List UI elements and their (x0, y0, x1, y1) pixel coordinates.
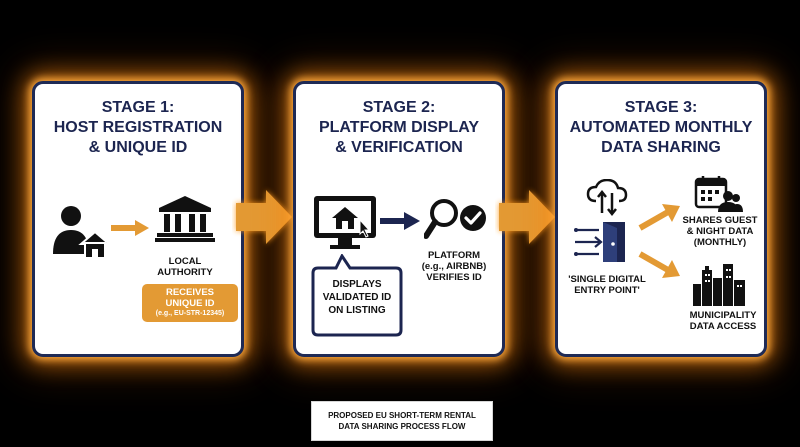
stage-3-heading: AUTOMATED MONTHLY DATA SHARING (569, 119, 753, 156)
receives-unique-id-label: RECEIVES UNIQUE ID (165, 287, 215, 309)
stage-2-number: STAGE 2: (362, 99, 436, 116)
speech-bubble (311, 254, 403, 337)
arrow-down-right-icon (638, 251, 680, 278)
arrow-right-icon (111, 220, 149, 236)
caption-text: PROPOSED EU SHORT-TERM RENTAL DATA SHARI… (328, 411, 476, 431)
municipality-access-label: MUNICIPALITY DATA ACCESS (689, 310, 757, 332)
arrow-right-icon (380, 212, 420, 230)
cloud-sync-icon (586, 179, 628, 217)
unique-id-badge: RECEIVES UNIQUE ID (e.g., EU-STR-12345) (142, 284, 238, 322)
id-example: (e.g., EU-STR-12345) (155, 310, 225, 317)
stage-3-card: STAGE 3: AUTOMATED MONTHLY DATA SHARING … (555, 81, 767, 357)
stage-2-heading: PLATFORM DISPLAY & VERIFICATION (318, 119, 479, 156)
stage-3-number: STAGE 3: (624, 99, 698, 116)
arrow-up-right-icon (638, 204, 680, 231)
stage-1-title: STAGE 1: HOST REGISTRATION & UNIQUE ID (35, 98, 241, 158)
stage-2-title: STAGE 2: PLATFORM DISPLAY & VERIFICATION (296, 98, 502, 158)
stage-1-heading: HOST REGISTRATION & UNIQUE ID (53, 119, 223, 156)
stage-2-card: STAGE 2: PLATFORM DISPLAY & VERIFICATION… (293, 81, 505, 357)
checkmark-icon (460, 205, 486, 231)
door-entry-icon (574, 222, 625, 262)
calendar-people-icon (694, 176, 743, 212)
shares-data-label: SHARES GUEST & NIGHT DATA (MONTHLY) (682, 215, 758, 248)
stage-3-title: STAGE 3: AUTOMATED MONTHLY DATA SHARING (558, 98, 764, 158)
platform-verifies-label: PLATFORM (e.g., AIRBNB) VERIFIES ID (421, 250, 487, 283)
diagram-caption: PROPOSED EU SHORT-TERM RENTAL DATA SHARI… (311, 401, 493, 441)
displays-id-label: DISPLAYS VALIDATED ID ON LISTING (322, 279, 392, 316)
stage-1-number: STAGE 1: (101, 99, 175, 116)
flow-arrow-1-icon (236, 190, 292, 244)
single-entry-point-label: 'SINGLE DIGITAL ENTRY POINT' (568, 274, 646, 296)
local-authority-label: LOCAL AUTHORITY (157, 256, 213, 278)
flow-arrow-2-icon (499, 190, 555, 244)
stage-1-card: STAGE 1: HOST REGISTRATION & UNIQUE ID L… (32, 81, 244, 357)
cursor-icon (359, 218, 371, 238)
monitor-house-icon (314, 196, 376, 249)
government-building-icon (155, 196, 215, 242)
city-skyline-icon (693, 264, 745, 306)
person-with-house-icon (53, 206, 111, 259)
magnifier-icon (424, 199, 458, 239)
